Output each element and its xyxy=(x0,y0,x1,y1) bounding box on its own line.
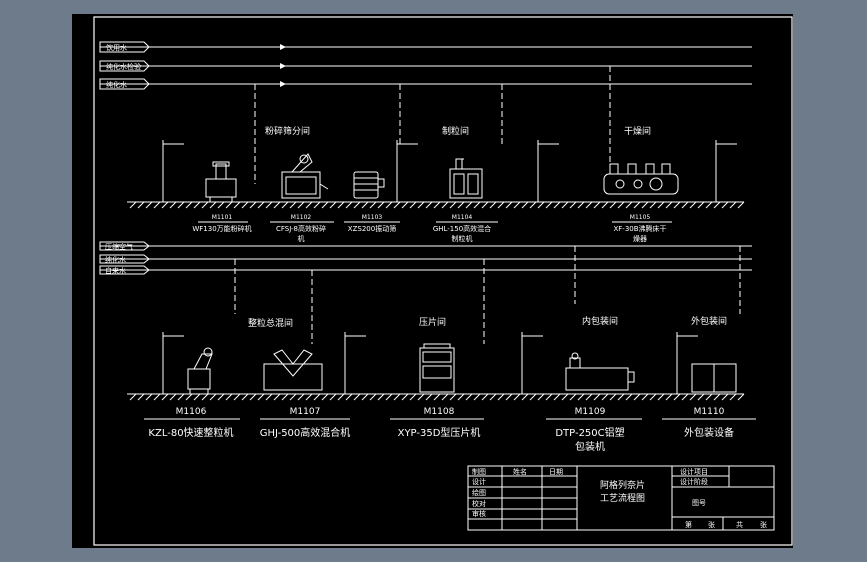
equipment-icon-m1102 xyxy=(281,153,329,199)
equipment-icon-m1105 xyxy=(603,163,679,195)
equipment-name: WF130万能粉碎机 xyxy=(192,224,251,233)
sheet-label: 第 xyxy=(685,520,692,529)
equipment-code: M1110 xyxy=(694,407,725,417)
process-flow-drawing: 饮用水 纯化水检验 纯化水 粉碎筛分间 制粒间 干燥间 xyxy=(93,16,793,546)
equipment-name: 外包装设备 xyxy=(684,426,734,439)
top-floor-line xyxy=(127,201,745,209)
bottom-partition-posts xyxy=(162,332,698,394)
pipe-tag xyxy=(99,78,150,90)
title-block-project: 设计项目 xyxy=(680,467,708,476)
title-block: 制图 设计 绘图 校对 审核 姓名 日期 阿格列奈片 工艺流程图 设计项目 设计… xyxy=(467,465,775,531)
equipment-name: 制粒机 xyxy=(452,234,473,243)
equipment-name: CFSJ-8高效粉碎 xyxy=(276,224,326,233)
equipment-icon-m1110 xyxy=(691,363,737,393)
room-label-mix: 整粒总混间 xyxy=(248,317,293,329)
room-label-dry: 干燥间 xyxy=(624,125,651,137)
title-block-role: 绘图 xyxy=(472,488,486,497)
room-label-outer-pack: 外包装间 xyxy=(691,315,727,327)
drawing-title-line2: 工艺流程图 xyxy=(600,492,645,504)
pipe-label: 纯化水检验 xyxy=(106,62,141,71)
bottom-pipe-lines: 压缩空气 纯化水 自来水 xyxy=(99,241,752,344)
pipe-label: 压缩空气 xyxy=(105,242,133,251)
equipment-code: M1109 xyxy=(575,407,606,417)
room-label-crush: 粉碎筛分间 xyxy=(265,125,310,137)
equipment-code: M1106 xyxy=(176,407,207,417)
title-block-stage: 设计阶段 xyxy=(680,477,708,486)
equipment-icon-m1108 xyxy=(419,343,455,393)
pipe-tag xyxy=(99,254,150,264)
pipe-label: 自来水 xyxy=(105,266,126,275)
equipment-name: XZS200振动筛 xyxy=(348,224,396,233)
pipe-label: 纯化水 xyxy=(106,80,127,89)
sheet-unit: 张 xyxy=(708,520,715,529)
drawing-number-label: 图号 xyxy=(692,499,706,507)
total-unit: 张 xyxy=(760,520,767,529)
pipe-tag xyxy=(99,60,150,72)
equipment-name: XYP-35D型压片机 xyxy=(398,426,481,439)
title-block-role: 设计 xyxy=(472,477,486,486)
equipment-code: M1104 xyxy=(452,214,473,221)
title-block-role: 校对 xyxy=(472,499,486,508)
drawing-frame xyxy=(93,16,793,546)
equipment-name: 燥器 xyxy=(633,234,647,243)
equipment-code: M1105 xyxy=(630,214,651,221)
title-block-col-name: 姓名 xyxy=(513,467,527,476)
title-block-role: 审核 xyxy=(472,509,486,518)
equipment-name: 机 xyxy=(298,234,305,243)
equipment-name: KZL-80快速整粒机 xyxy=(148,426,233,439)
bottom-floor-line xyxy=(127,393,745,401)
equipment-name: DTP-250C铝塑 xyxy=(555,427,624,439)
equipment-icon-m1104 xyxy=(449,158,483,199)
equipment-icon-m1109 xyxy=(565,352,635,391)
pipe-tag xyxy=(99,241,150,251)
room-label-press: 压片间 xyxy=(419,316,446,328)
total-label: 共 xyxy=(736,520,743,529)
equipment-icon-m1106 xyxy=(187,347,213,394)
top-partition-posts xyxy=(162,140,737,202)
equipment-code: M1108 xyxy=(424,407,455,417)
equipment-name: GHL-150高效混合 xyxy=(433,224,491,233)
room-label-granulate: 制粒间 xyxy=(442,125,469,137)
equipment-code: M1101 xyxy=(212,214,233,221)
pipe-label: 饮用水 xyxy=(106,43,127,52)
room-label-inner-pack: 内包装间 xyxy=(582,315,618,327)
pipe-tag xyxy=(99,265,150,275)
title-block-col-date: 日期 xyxy=(549,468,563,476)
title-block-role: 制图 xyxy=(472,467,486,476)
top-pipe-lines: 饮用水 纯化水检验 纯化水 xyxy=(99,41,752,184)
pipe-label: 纯化水 xyxy=(105,255,126,264)
equipment-name: 包装机 xyxy=(575,440,605,453)
equipment-icon-m1103 xyxy=(353,171,385,199)
equipment-name: GHJ-500高效混合机 xyxy=(260,426,351,439)
drawing-sheet: 饮用水 纯化水检验 纯化水 粉碎筛分间 制粒间 干燥间 xyxy=(72,14,793,548)
equipment-code: M1103 xyxy=(362,214,383,221)
equipment-code: M1107 xyxy=(290,407,321,417)
equipment-icon-m1101 xyxy=(205,161,237,202)
drawing-title-line1: 阿格列奈片 xyxy=(600,479,645,491)
equipment-icon-m1107 xyxy=(263,349,323,391)
pipe-tag xyxy=(99,41,150,53)
equipment-code: M1102 xyxy=(291,214,312,221)
equipment-name: XF-30B沸腾床干 xyxy=(613,224,666,233)
